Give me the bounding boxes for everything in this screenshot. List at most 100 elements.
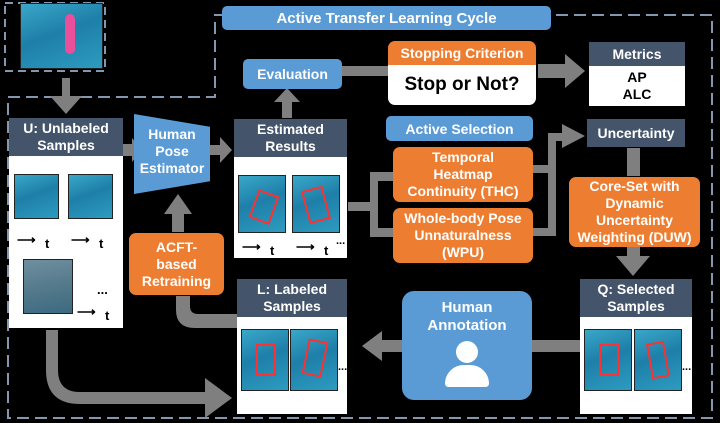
selected-samples-header: Q: Selected Samples [580,279,692,317]
unlabeled-label-line2: Samples [37,137,95,153]
connector-line [348,172,393,237]
arrow-right-icon [210,137,232,163]
labeled-line2: Samples [263,298,321,314]
ellipsis: ... [336,235,346,247]
stop-question-box: Stop or Not? [388,65,536,105]
estimated-frame [292,175,340,233]
labeled-samples-header: L: Labeled Samples [237,279,347,317]
arrow-right-icon [538,54,585,88]
estimated-results-header: Estimated Results [234,119,347,157]
time-arrow-icon: ⟶ [77,304,96,319]
time-label: t [324,243,329,258]
cycle-frame [7,14,713,419]
active-selection-label: Active Selection [386,116,533,141]
wpu-line2: Unnaturalness [414,227,512,243]
wpu-line1: Whole-body Pose [404,210,522,226]
connector-line [532,340,580,352]
time-arrow-icon: ⟶ [296,239,315,254]
arrow-right-icon [46,330,232,418]
selected-line1: Q: Selected [597,281,675,297]
connector-line [176,296,237,328]
pose-skeleton [646,340,670,380]
unlabeled-label-line1: U: Unlabeled [23,120,109,136]
retraining-line1: ACFT- [155,238,198,255]
duw-line2: Dynamic [605,195,664,211]
annotation-line1: Human [441,299,493,316]
thc-line1: Temporal [432,149,494,165]
human-pose-estimator: Human Pose Estimator [134,114,210,194]
cycle-title: Active Transfer Learning Cycle [222,6,551,30]
connector-line [533,124,585,236]
selected-frame [584,329,632,391]
unlabeled-frame [23,259,73,314]
unlabeled-frame [68,174,113,219]
arrow-down-icon [627,148,640,176]
pose-skeleton [248,189,280,225]
input-image-frame [4,2,106,72]
arrow-down-icon [616,247,650,276]
time-arrow-icon: ⟶ [242,239,261,254]
retraining-line3: Retraining [141,272,212,289]
pose-skeleton [300,185,332,225]
metric-ap: AP [627,69,647,85]
stop-question-text: Stop or Not? [404,74,520,95]
estimated-frame [238,175,286,233]
uncertainty-box: Uncertainty [587,119,685,147]
selected-frame [634,329,682,391]
unlabeled-samples-panel: ⟶ t ⟶ t ... ⟶ t [9,156,123,328]
duw-line1: Core-Set with [589,178,680,194]
thc-box: Temporal Heatmap Continuity (THC) [393,147,533,202]
person-icon [445,341,489,387]
pose-skeleton [599,344,619,376]
arrow-down-icon [50,78,82,114]
estimator-line2: Pose [155,143,189,159]
annotation-line2: Annotation [427,317,507,334]
time-label: t [99,236,104,251]
unlabeled-samples-header: U: Unlabeled Samples [9,118,123,156]
arrow-left-icon [362,331,402,361]
duw-line3: Uncertainty [595,212,674,228]
labeled-line1: L: Labeled [256,281,327,297]
wpu-line3: (WPU) [442,244,484,260]
human-annotation-box: Human Annotation [402,291,532,400]
arrow-up-icon [274,88,300,118]
selected-samples-panel: ... [580,317,692,414]
thc-line3: Continuity (THC) [407,183,519,199]
time-label: t [45,236,50,251]
selected-line2: Samples [607,298,665,314]
ellipsis: ... [682,361,692,373]
metric-alc: ALC [622,86,652,102]
wpu-box: Whole-body Pose Unnaturalness (WPU) [393,208,533,263]
estimated-line1: Estimated [257,121,324,137]
estimator-line1: Human [148,126,196,142]
stopping-criterion-label: Stopping Criterion [388,41,536,65]
duw-box: Core-Set with Dynamic Uncertainty Weight… [569,177,700,247]
unlabeled-frame [14,174,59,219]
thc-line2: Heatmap [433,166,493,182]
labeled-samples-panel: ... [237,317,347,414]
duw-line4: Weighting (DUW) [577,229,692,245]
retraining-line2: based [156,255,197,272]
ellipsis: ... [338,361,348,373]
pose-skeleton [301,338,329,378]
connector-line [342,66,390,76]
swimmer-figure [65,14,75,54]
retraining-box: ACFT- based Retraining [129,233,224,295]
metrics-header: Metrics [589,42,685,66]
labeled-frame [290,329,338,391]
time-label: t [270,243,275,258]
pose-skeleton [256,344,276,376]
estimated-results-panel: ⟶ t ⟶ t ... [234,157,347,258]
time-arrow-icon: ⟶ [17,232,36,247]
input-image [20,3,103,69]
metrics-box: AP ALC [589,66,685,106]
ellipsis: ... [97,282,108,297]
labeled-frame [241,329,289,391]
estimator-line3: Estimator [139,160,205,176]
time-label: t [105,308,110,323]
estimated-line2: Results [265,138,316,154]
arrow-right-icon [123,138,142,162]
time-arrow-icon: ⟶ [71,232,90,247]
arrow-up-icon [164,194,192,232]
